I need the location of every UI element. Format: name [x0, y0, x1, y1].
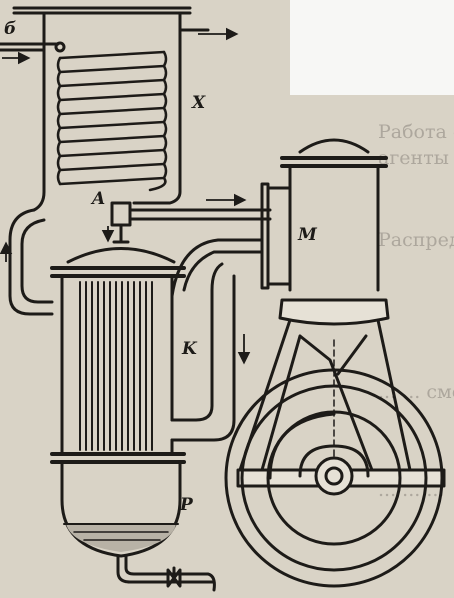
flywheel	[224, 368, 444, 588]
frame-right-leg	[376, 318, 412, 472]
receiver-p	[60, 460, 216, 592]
label-m: M	[297, 225, 318, 245]
return-pipe-left	[8, 208, 54, 316]
tube-bundle	[79, 281, 153, 451]
heat-exchanger-k	[50, 247, 186, 464]
drain-pipe	[116, 554, 216, 584]
receiver-liquid	[66, 524, 176, 552]
valve-a	[110, 201, 272, 244]
label-p: P	[179, 495, 194, 515]
compressor-m	[224, 138, 446, 588]
valve-icon	[110, 201, 132, 227]
cooler-right-wall	[132, 11, 182, 205]
compressor-flange	[278, 298, 390, 326]
pipe-to-compressor-bottom	[170, 262, 224, 422]
label-b: б	[4, 19, 16, 39]
cooling-coil	[56, 50, 168, 192]
label-k: K	[181, 339, 198, 359]
receiver-shell	[60, 460, 182, 558]
compressor-head	[298, 138, 370, 154]
label-x: X	[191, 93, 206, 113]
cooler-left-wall	[32, 11, 46, 212]
crank-hub	[314, 456, 354, 496]
valve-box	[266, 186, 292, 286]
blank-paper-patch	[290, 0, 454, 95]
exchanger-dome	[66, 247, 176, 264]
valve-icon	[166, 566, 182, 588]
pipe-to-compressor-top	[182, 250, 264, 292]
label-a: A	[90, 189, 105, 209]
cooler-x	[0, 6, 210, 212]
